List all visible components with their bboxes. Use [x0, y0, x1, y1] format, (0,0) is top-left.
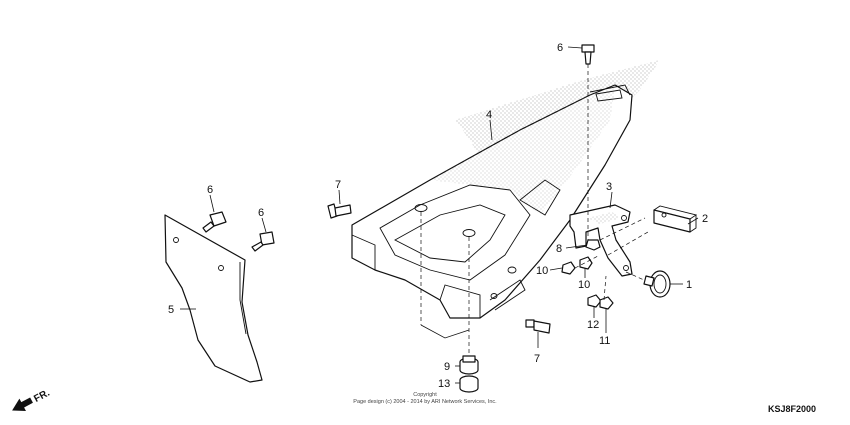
nut-8 [585, 239, 601, 251]
callout-1[interactable]: 1 [686, 279, 692, 291]
bolt-6-cover-b [251, 231, 275, 252]
callout-2[interactable]: 2 [702, 213, 708, 225]
diagram-code: KSJ8F2000 [768, 404, 816, 414]
fender-upper-shading [430, 88, 615, 215]
bracket [569, 204, 633, 277]
callout-5[interactable]: 5 [168, 304, 174, 316]
callout-3[interactable]: 3 [606, 181, 612, 193]
bolt-7-upper [327, 203, 352, 219]
nut-10a [561, 261, 576, 275]
callouts: 6 4 6 7 3 6 2 8 10 10 1 5 12 11 7 9 13 [168, 42, 708, 390]
callout-9[interactable]: 9 [444, 361, 450, 373]
collar-13 [459, 375, 479, 393]
callout-7-lower[interactable]: 7 [534, 353, 540, 365]
nut-12 [587, 294, 602, 308]
copyright-line-1: Copyright [413, 392, 437, 398]
direction-label: FR. [32, 388, 52, 405]
callout-12[interactable]: 12 [587, 319, 599, 331]
callout-7-upper[interactable]: 7 [335, 179, 341, 191]
assembly-lines [420, 64, 649, 356]
callout-6-cover-a[interactable]: 6 [207, 184, 213, 196]
callout-10-left[interactable]: 10 [536, 265, 548, 277]
callout-11[interactable]: 11 [599, 335, 610, 347]
front-direction-arrow: FR. [12, 388, 52, 411]
rear-fender [351, 60, 660, 319]
callout-8[interactable]: 8 [556, 243, 562, 255]
callout-6-top[interactable]: 6 [557, 42, 563, 54]
bolt-7-lower [525, 319, 551, 334]
arrow-icon [12, 397, 33, 411]
bolt-6-cover-a [202, 211, 227, 233]
copyright-line-2: Page design (c) 2004 - 2014 by ARI Netwo… [353, 399, 497, 405]
rubber-plate [653, 205, 698, 233]
bracket-shading [588, 212, 620, 224]
side-cover [164, 214, 263, 383]
callout-6-cover-b[interactable]: 6 [258, 207, 264, 219]
grommet-9 [459, 355, 479, 375]
nut-10b [579, 256, 593, 270]
nut-11 [599, 296, 614, 310]
copyright: Copyright Page design (c) 2004 - 2014 by… [353, 392, 497, 405]
callout-13[interactable]: 13 [438, 378, 450, 390]
reflector [643, 270, 671, 298]
leader-lines [180, 46, 699, 384]
bolt-6-top [581, 44, 595, 65]
callout-4[interactable]: 4 [486, 109, 492, 121]
callout-10-lower[interactable]: 10 [578, 279, 590, 291]
